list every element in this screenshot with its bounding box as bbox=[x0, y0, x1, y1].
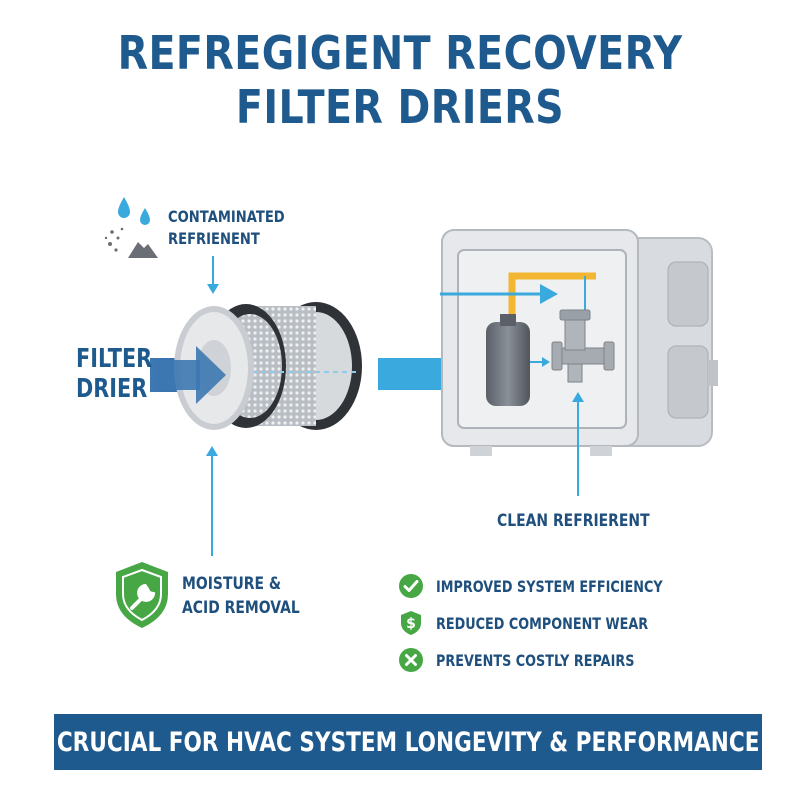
hvac-unit bbox=[440, 229, 718, 456]
filter-drier-label: FILTER DRIER bbox=[76, 344, 152, 404]
banner-text: CRUCIAL FOR HVAC SYSTEM LONGEVITY & PERF… bbox=[56, 726, 760, 758]
filter-line-2: DRIER bbox=[76, 374, 148, 404]
shield-wrench-icon bbox=[116, 562, 168, 628]
bottom-banner: CRUCIAL FOR HVAC SYSTEM LONGEVITY & PERF… bbox=[54, 714, 762, 770]
check-circle-icon bbox=[399, 574, 423, 598]
benefit-text: IMPROVED SYSTEM EFFICIENCY bbox=[436, 576, 663, 596]
benefit-text: PREVENTS COSTLY REPAIRS bbox=[436, 650, 635, 670]
title-line-1: REFREGIGENT RECOVERY bbox=[117, 26, 683, 80]
contaminant-icon bbox=[104, 197, 158, 258]
clean-refrigerant-label: CLEAN REFRIERENT bbox=[497, 511, 650, 531]
dollar-shield-icon: $ bbox=[401, 611, 421, 635]
inlet-down-arrow bbox=[207, 256, 219, 294]
benefit-item: IMPROVED SYSTEM EFFICIENCY bbox=[398, 572, 719, 600]
moisture-line-1: MOISTURE & bbox=[182, 574, 282, 594]
contaminated-refrigerant-label: CONTAMINATED REFRIENENT bbox=[168, 206, 285, 250]
moisture-up-arrow bbox=[206, 446, 218, 556]
clean-up-arrow bbox=[572, 392, 584, 496]
benefit-item: $ REDUCED COMPONENT WEAR bbox=[398, 609, 701, 637]
title-line-2: FILTER DRIERS bbox=[235, 80, 565, 134]
moisture-line-2: ACID REMOVAL bbox=[182, 598, 300, 618]
svg-text:$: $ bbox=[406, 616, 416, 632]
x-circle-icon bbox=[399, 648, 423, 672]
benefit-item: PREVENTS COSTLY REPAIRS bbox=[398, 646, 684, 674]
filter-line-1: FILTER bbox=[76, 344, 153, 374]
contaminated-line-1: CONTAMINATED bbox=[168, 207, 285, 226]
moisture-acid-label: MOISTURE & ACID REMOVAL bbox=[182, 572, 300, 620]
flow-arrow-through bbox=[150, 346, 226, 404]
benefit-text: REDUCED COMPONENT WEAR bbox=[436, 613, 649, 633]
contaminated-line-2: REFRIENENT bbox=[168, 229, 260, 248]
page-title: REFREGIGENT RECOVERY FILTER DRIERS bbox=[56, 26, 744, 134]
